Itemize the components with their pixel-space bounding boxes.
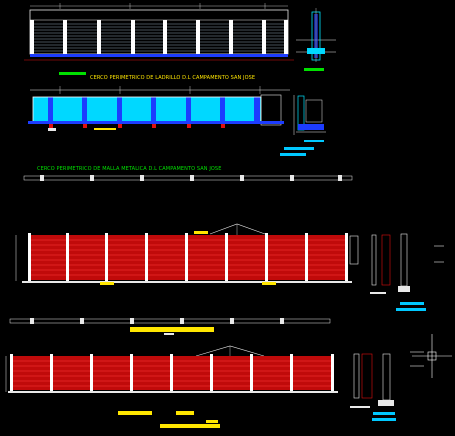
brick-fence-title: CERCO PERIMETRICO DE LADRILLO D.L CAMPAM… [90,75,255,81]
mesh-fence-sections-1 [370,233,444,311]
brick-fence-section [296,8,336,71]
brick-plan-section [280,95,326,156]
crosshair-cursor-icon [412,334,452,378]
mesh-fence-title: CERCO PERIMETRICO DE MALLA METALICA D.L … [37,166,221,172]
brick-fence-elevation [24,3,294,75]
mesh-fence-plan-strip-2 [9,318,331,335]
mesh-fence-elevation-1 [15,223,359,285]
brick-courses [30,23,288,52]
top-dimension-line [30,3,288,9]
brick-fence-tag [59,72,86,75]
brick-fence-plan [28,86,290,131]
mesh-fence-plan-strip [23,175,353,181]
mesh-fence-elevation-2 [5,345,338,428]
brick-columns [30,20,288,54]
mesh-fence-sections-2 [350,351,424,421]
